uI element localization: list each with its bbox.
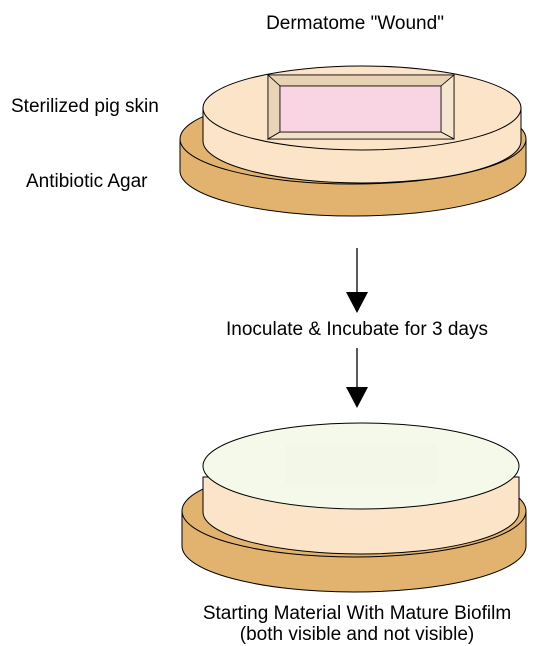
dermatome-wound (268, 75, 454, 139)
pig-skin-label: Sterilized pig skin (11, 96, 159, 117)
process-arrow-lower (346, 348, 368, 408)
result-label-line1: Starting Material With Mature Biofilm (203, 603, 511, 624)
wound-label: Dermatome "Wound" (266, 13, 444, 34)
agar-label: Antibiotic Agar (26, 171, 148, 192)
biofilm-sample-stack (182, 423, 526, 592)
process-step-label: Inoculate & Incubate for 3 days (226, 319, 488, 340)
process-arrow-upper (346, 248, 368, 313)
result-label-line2: (both visible and not visible) (240, 624, 474, 645)
biofilm-layer (203, 423, 519, 509)
initial-sample-stack (180, 66, 526, 216)
